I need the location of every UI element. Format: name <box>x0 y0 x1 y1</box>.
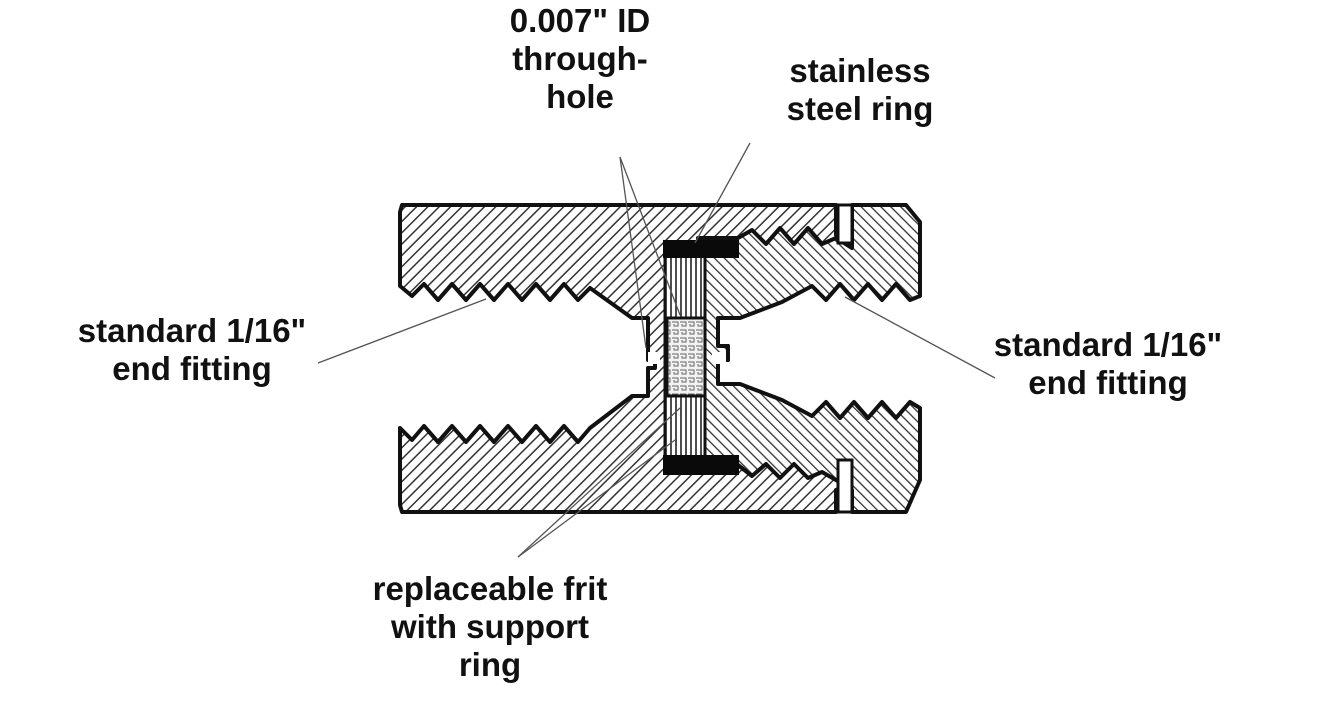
label-line: end fitting <box>112 350 272 387</box>
label-line: hole <box>546 78 614 115</box>
frit <box>665 316 707 398</box>
label-line: with support <box>391 608 589 645</box>
label-line: steel ring <box>786 90 934 127</box>
through-hole-channel <box>648 352 660 364</box>
label-line: end fitting <box>1028 364 1188 401</box>
steel-ring-top <box>663 240 739 258</box>
slot-top <box>836 203 854 245</box>
leader-hole-1 <box>619 156 647 349</box>
leader-right-fitting <box>844 296 996 379</box>
label-line: replaceable frit <box>372 570 608 607</box>
slot-bottom <box>836 458 854 514</box>
label-end-fitting-right: standard 1/16" end fitting <box>958 326 1258 402</box>
leader-frit-1 <box>517 407 681 558</box>
leader-lines <box>317 142 996 558</box>
label-line: 0.007" ID <box>509 2 651 39</box>
leader-left-fitting <box>317 298 487 364</box>
label-line: standard 1/16" <box>993 326 1223 363</box>
label-through-hole: 0.007" ID through- hole <box>470 2 690 116</box>
through-hole-channel-right <box>712 352 726 364</box>
label-steel-ring: stainless steel ring <box>755 52 965 128</box>
label-frit: replaceable frit with support ring <box>330 570 650 684</box>
label-line: standard 1/16" <box>77 312 307 349</box>
label-line: through- <box>512 40 648 77</box>
steel-ring-bottom <box>663 455 739 475</box>
leader-ring <box>694 142 751 244</box>
leader-frit-2 <box>517 439 676 558</box>
leader-hole-2 <box>619 156 681 316</box>
label-end-fitting-left: standard 1/16" end fitting <box>42 312 342 388</box>
label-line: ring <box>458 646 522 683</box>
label-line: stainless <box>789 52 931 89</box>
